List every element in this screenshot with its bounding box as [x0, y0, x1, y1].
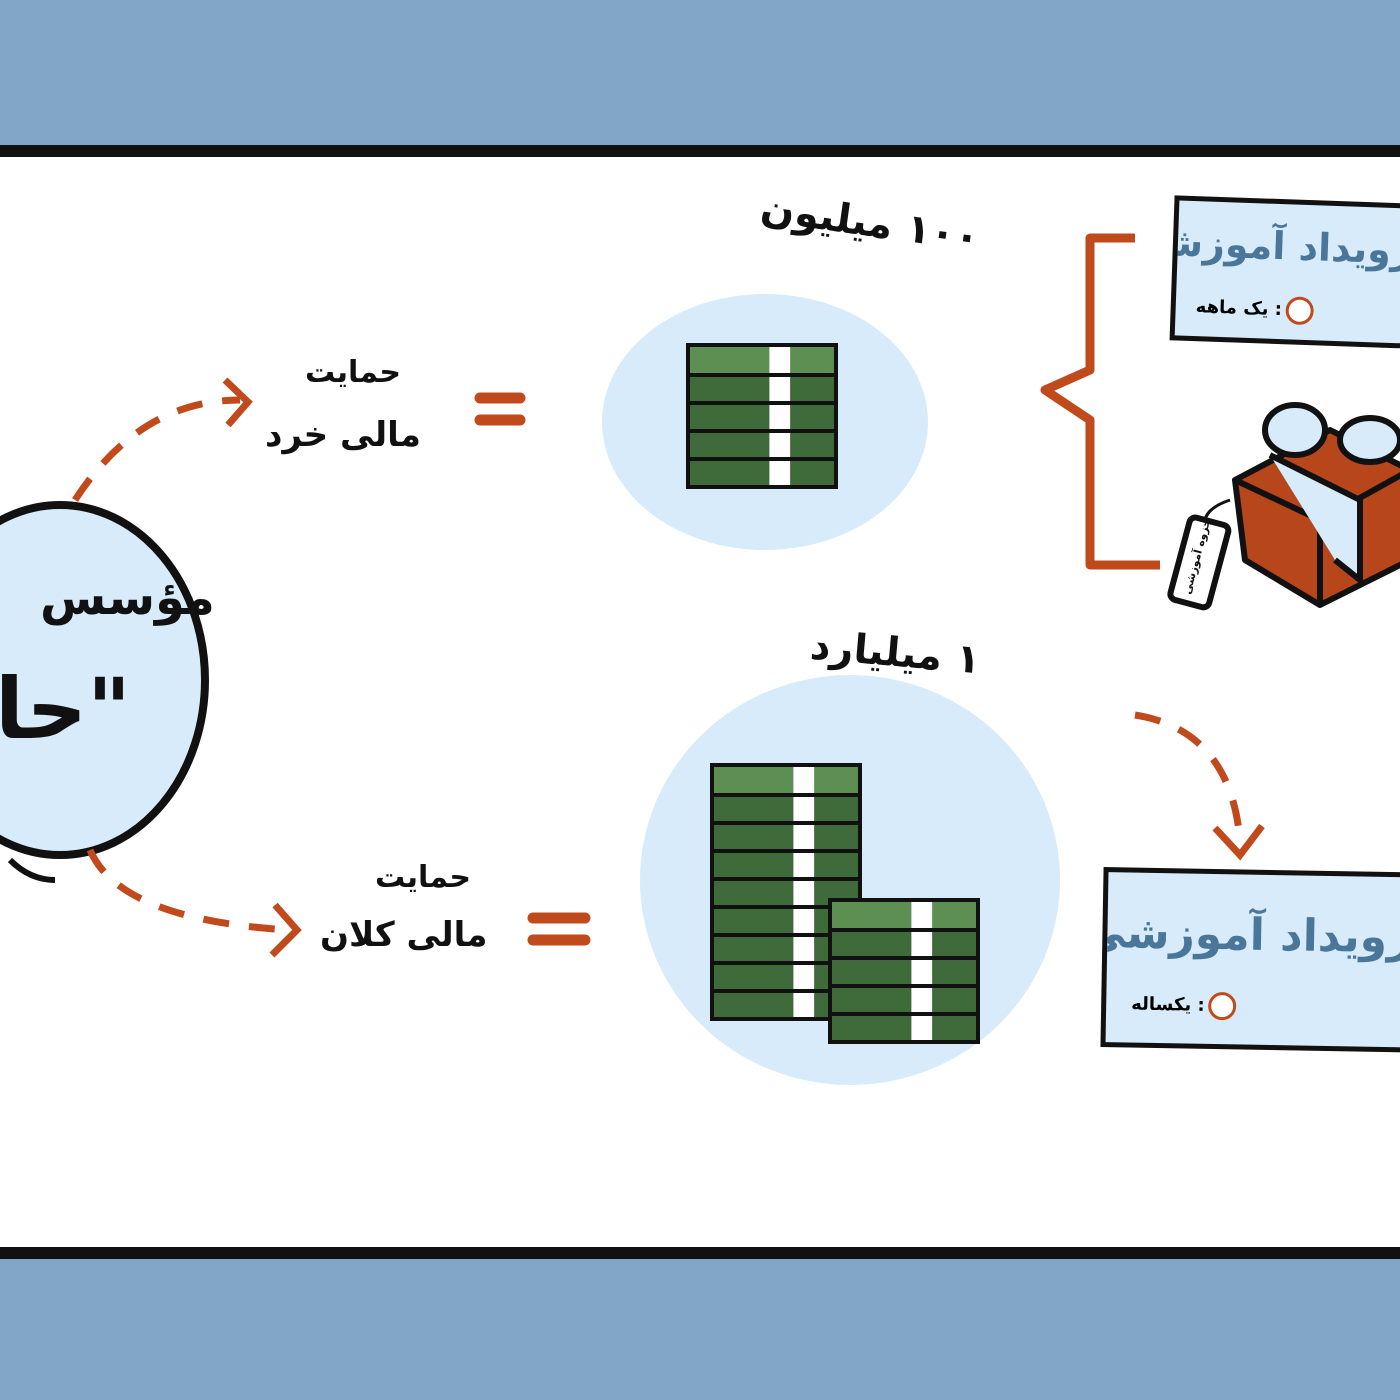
equals-sign — [527, 912, 591, 946]
bill-band — [793, 963, 815, 989]
bill-bundle — [828, 954, 980, 988]
arrow-to-yearly-card — [1134, 711, 1244, 841]
bill-bundle — [710, 819, 862, 853]
money-stack-icon — [686, 343, 838, 489]
entity-circle — [0, 501, 209, 859]
bill-band — [911, 1014, 933, 1040]
bill-band — [911, 930, 933, 956]
bill-band — [911, 986, 933, 1012]
bill-bundle — [686, 343, 838, 377]
bill-bundle — [710, 763, 862, 797]
bill-band — [769, 375, 791, 401]
gift-icon — [1167, 402, 1400, 611]
micro-support-label-bottom: مالی خرد — [265, 415, 421, 455]
event-card-title: رویداد آموزشی — [1169, 218, 1400, 273]
bill-bundle — [710, 847, 862, 881]
event-card-yearly: رویداد آموزشی : یکساله — [1100, 867, 1400, 1053]
bill-bundle — [710, 791, 862, 825]
event-card-duration: : یک ماهه — [1195, 293, 1315, 326]
speech-tail — [7, 857, 56, 883]
bill-band — [769, 431, 791, 457]
bill-band — [793, 907, 815, 933]
bill-bundle — [686, 427, 838, 461]
clock-icon — [1208, 991, 1237, 1021]
event-card-monthly: رویداد آموزشی : یک ماهه — [1169, 195, 1400, 350]
bill-band — [793, 795, 815, 821]
event-card-title: رویداد آموزشی — [1100, 906, 1400, 964]
arrow-to-macro — [86, 848, 291, 934]
bill-band — [769, 403, 791, 429]
macro-support-label-bottom: مالی کلان — [320, 915, 488, 955]
micro-support-label-top: حمایت — [305, 355, 402, 390]
bill-band — [911, 902, 933, 928]
bill-bundle — [828, 982, 980, 1016]
bill-bundle — [828, 898, 980, 932]
bill-band — [769, 347, 791, 373]
clock-icon — [1285, 296, 1315, 326]
brace — [1040, 233, 1160, 570]
bill-band — [793, 823, 815, 849]
bill-band — [769, 459, 791, 485]
bill-band — [911, 958, 933, 984]
bill-band — [793, 935, 815, 961]
bill-band — [793, 767, 815, 793]
bill-band — [793, 879, 815, 905]
event-card-duration: : یکساله — [1131, 991, 1237, 1021]
bill-band — [793, 991, 815, 1017]
bill-bundle — [686, 399, 838, 433]
entity-name-line2: "حا — [0, 660, 131, 758]
bill-bundle — [828, 926, 980, 960]
bill-band — [793, 851, 815, 877]
entity-name-line1: مؤسس — [40, 570, 215, 626]
bill-bundle — [828, 1010, 980, 1044]
arrow-to-micro — [72, 396, 241, 502]
money-stack-icon — [828, 898, 980, 1044]
macro-support-label-top: حمایت — [375, 860, 472, 895]
bill-bundle — [686, 371, 838, 405]
bill-bundle — [686, 455, 838, 489]
equals-sign — [474, 392, 526, 426]
